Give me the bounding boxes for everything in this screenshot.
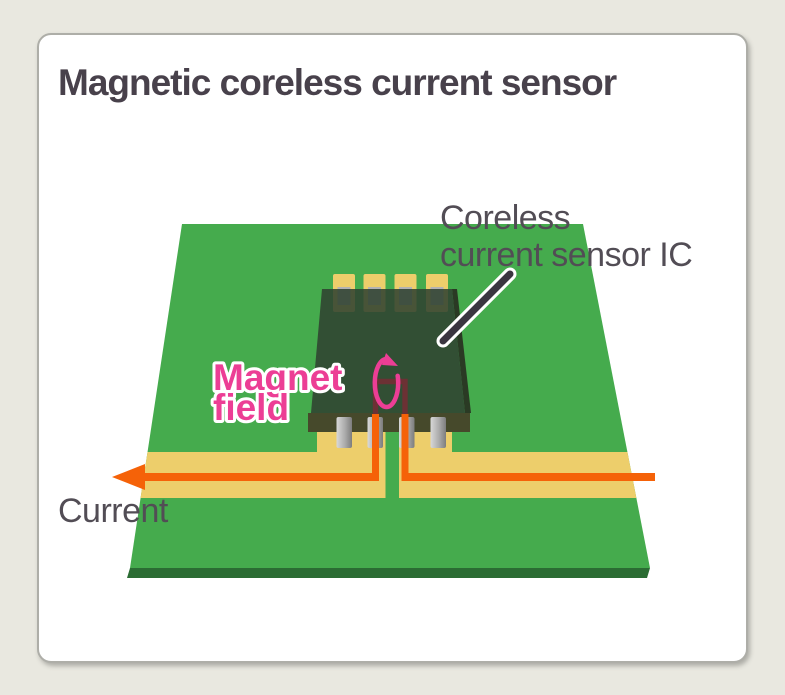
current-path (112, 414, 655, 490)
pcb-side-edge (127, 568, 650, 578)
pointer-line (436, 267, 517, 348)
trace-gap (385, 427, 399, 498)
ic-chip-body (311, 289, 465, 413)
current-wire-right-horizontal (401, 473, 655, 481)
field-arrowhead (382, 353, 398, 366)
bottom-pin (336, 417, 352, 448)
magnet-field-label-line1: Magnet (213, 357, 343, 398)
current-arrowhead (112, 464, 145, 490)
ic-label-line1: Coreless (440, 199, 570, 237)
bottom-pin (430, 417, 446, 448)
current-wire-left-vertical (372, 414, 379, 481)
magnet-field-arrow (372, 353, 401, 410)
current-wire-left-horizontal (143, 473, 379, 481)
page-title: Magnetic coreless current sensor (58, 62, 617, 103)
current-label: Current (58, 492, 169, 530)
current-wire-right-vertical (401, 414, 409, 481)
magnet-field-label-line2: field (213, 387, 289, 428)
ic-label-line2: current sensor IC (440, 236, 692, 274)
